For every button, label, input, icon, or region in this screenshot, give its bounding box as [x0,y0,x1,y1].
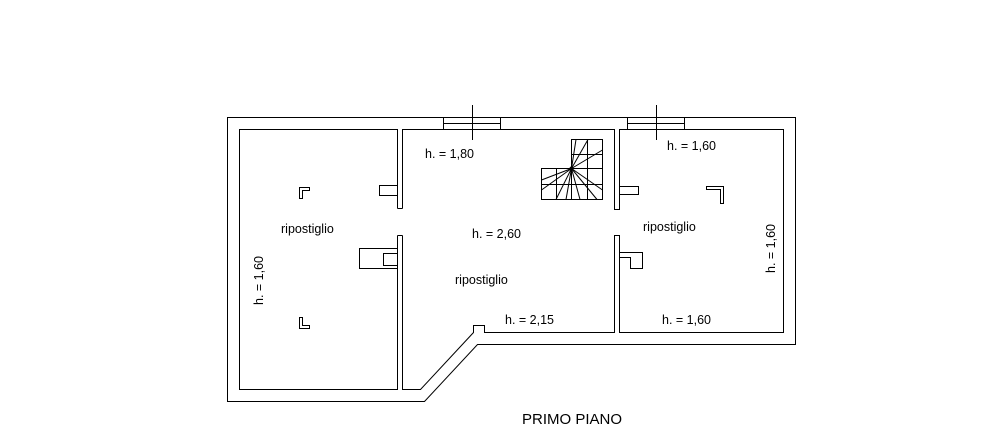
window-1 [443,105,501,140]
outer-walls [227,117,796,402]
room-right-height-top: h. = 1,60 [667,139,716,153]
corner-marks [299,186,724,329]
middle-room-walls [397,129,784,390]
right-room-walls [619,186,643,269]
room-middle-height-center: h. = 2,60 [472,227,521,241]
left-room-walls [239,129,398,390]
room-left-height: h. = 1,60 [252,256,266,305]
room-middle-height-top: h. = 1,80 [425,147,474,161]
staircase [541,139,603,200]
room-right-height-side: h. = 1,60 [764,224,778,273]
room-left-label: ripostiglio [281,222,334,236]
room-right-label: ripostiglio [643,220,696,234]
room-middle-label: ripostiglio [455,273,508,287]
window-2 [627,105,685,140]
room-right-height-bottom: h. = 1,60 [662,313,711,327]
room-middle-height-bottom: h. = 2,15 [505,313,554,327]
plan-title: PRIMO PIANO [522,411,622,428]
